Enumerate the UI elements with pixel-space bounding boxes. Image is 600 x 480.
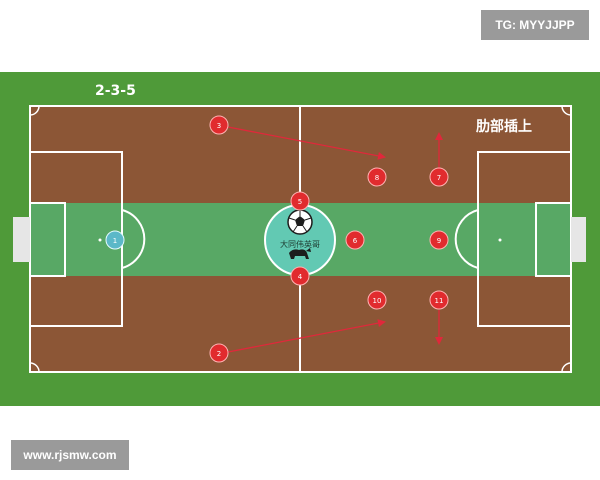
player-5: 5 bbox=[290, 191, 310, 211]
right-penalty-arc bbox=[454, 209, 479, 269]
corner-arc-tr bbox=[561, 105, 572, 116]
svg-text:2: 2 bbox=[217, 350, 221, 358]
player-8: 8 bbox=[367, 167, 387, 187]
right-penalty-spot bbox=[498, 238, 502, 242]
corner-arc-bl bbox=[29, 362, 40, 373]
soccer-ball-icon bbox=[287, 209, 313, 235]
player-1: 1 bbox=[105, 230, 125, 250]
corner-arc-tl bbox=[29, 105, 40, 116]
svg-text:9: 9 bbox=[437, 237, 441, 245]
player-10: 10 bbox=[367, 290, 387, 310]
player-3: 3 bbox=[209, 115, 229, 135]
left-penalty-spot bbox=[98, 238, 102, 242]
svg-text:8: 8 bbox=[375, 174, 379, 182]
formation-label: 2-3-5 bbox=[95, 83, 136, 99]
arrow-3-run bbox=[227, 126, 386, 160]
animal-logo-icon bbox=[289, 248, 311, 259]
center-logo-text: 大同伟英哥 bbox=[280, 239, 320, 249]
svg-text:5: 5 bbox=[298, 198, 302, 206]
watermark-bottom: www.rjsmw.com bbox=[11, 440, 129, 470]
player-2: 2 bbox=[209, 343, 229, 363]
svg-text:1: 1 bbox=[113, 237, 117, 245]
tactic-label: 肋部插上 bbox=[476, 118, 532, 135]
svg-text:7: 7 bbox=[437, 174, 441, 182]
player-4: 4 bbox=[290, 266, 310, 286]
svg-text:10: 10 bbox=[373, 297, 382, 305]
svg-text:4: 4 bbox=[298, 273, 303, 281]
svg-text:3: 3 bbox=[217, 122, 221, 130]
arrow-2-run bbox=[227, 319, 386, 353]
left-goal bbox=[13, 217, 30, 262]
svg-text:11: 11 bbox=[435, 297, 444, 305]
right-goal bbox=[571, 217, 586, 262]
player-7: 7 bbox=[429, 167, 449, 187]
corner-arc-br bbox=[561, 362, 572, 373]
left-penalty-arc bbox=[121, 209, 146, 269]
player-9: 9 bbox=[429, 230, 449, 250]
svg-text:6: 6 bbox=[353, 237, 358, 245]
player-11: 11 bbox=[429, 290, 449, 310]
player-6: 6 bbox=[345, 230, 365, 250]
watermark-top: TG: MYYJJPP bbox=[481, 10, 589, 40]
